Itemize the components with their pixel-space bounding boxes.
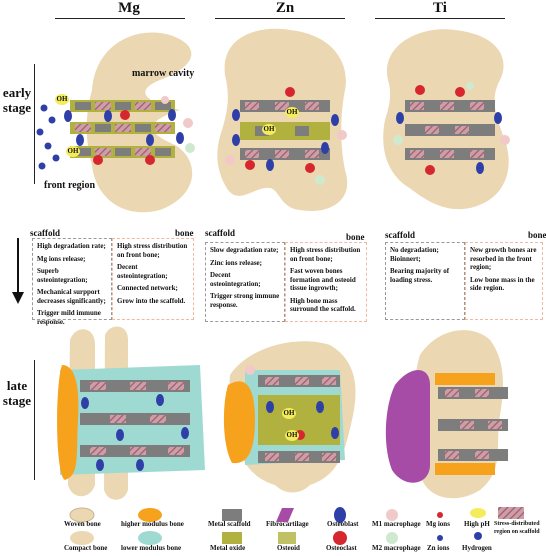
legend-m2-swatch bbox=[386, 532, 398, 544]
zn-bone-item: High bone mass surround the scaffold. bbox=[290, 296, 356, 314]
mg-scaffold-item: Superb osteointegration; bbox=[37, 267, 88, 284]
mg-scaffold-item: Trigger mild immune response. bbox=[37, 309, 101, 326]
ti-scaffold-item: Bearing majority of loading stress. bbox=[390, 267, 450, 284]
mg-bone-item: Connected network; bbox=[117, 284, 178, 292]
legend-osteoblast-swatch bbox=[334, 507, 346, 523]
ti-early-cells bbox=[393, 82, 510, 175]
column-title-zn: Zn bbox=[275, 0, 295, 16]
legend-fibrocartilage-swatch bbox=[276, 508, 294, 522]
legend-zn-ions-swatch bbox=[437, 535, 443, 541]
late-stage-diagrams bbox=[57, 326, 508, 500]
legend-m2: M2 macrophage bbox=[372, 544, 421, 552]
title-rule-ti bbox=[375, 18, 505, 19]
ti-scaffold-item: No degradation; Bioinnert; bbox=[390, 246, 439, 263]
mg-scaffold-item: Mg ions release; bbox=[37, 254, 86, 263]
high-ph-badge-zn-2: OH bbox=[262, 124, 276, 135]
zn-bone-box: High stress distribution on front bone; … bbox=[285, 242, 367, 322]
zn-bone-header: bone bbox=[346, 232, 365, 242]
ti-bone-header: bone bbox=[528, 230, 546, 240]
legend-mg-ions: Mg ions bbox=[426, 520, 450, 528]
late-stage-label: late stage bbox=[2, 378, 32, 408]
legend-osteoblast: Osteoblast bbox=[327, 520, 359, 528]
legend-fibrocartilage: Fibrocartilage bbox=[266, 520, 309, 528]
zn-scaffold-item: Slow degradation rate; bbox=[210, 246, 279, 254]
title-rule-zn bbox=[215, 18, 345, 19]
legend-osteoclast-swatch bbox=[333, 531, 347, 545]
time-arrow bbox=[12, 238, 24, 304]
legend-higher-modulus: higher modulus bone bbox=[121, 520, 184, 528]
legend-metal-scaffold-swatch bbox=[222, 509, 242, 521]
legend-lower-modulus: lower modulus bone bbox=[121, 544, 182, 552]
high-ph-badge-mg-2: OH bbox=[66, 146, 80, 157]
mg-scaffold-box: High degradation rate; Mg ions release; … bbox=[32, 238, 112, 326]
ti-early-scaffold bbox=[405, 100, 495, 160]
legend-lower-modulus-swatch bbox=[138, 531, 162, 545]
mg-bone-item: Decent osteointegration; bbox=[117, 263, 168, 280]
legend-compact-bone-swatch bbox=[70, 531, 94, 545]
late-stage-line bbox=[34, 360, 35, 480]
ti-scaffold-box: No degradation; Bioinnert; Bearing major… bbox=[385, 242, 465, 320]
legend-metal-scaffold: Metal scaffold bbox=[208, 520, 251, 528]
mg-bone-item: Grow into the scaffold. bbox=[117, 296, 186, 305]
legend-osteoid-swatch bbox=[278, 532, 296, 544]
high-ph-badge-zn-late-2: OH bbox=[285, 430, 299, 441]
legend-high-ph: High pH bbox=[464, 520, 490, 528]
mg-scaffold-header: scaffold bbox=[30, 228, 60, 238]
legend-hydrogen: Hydrogen bbox=[462, 544, 492, 552]
zn-bone-item: High stress distribution on front bone; bbox=[290, 246, 361, 263]
zn-early-cells bbox=[225, 87, 347, 185]
mg-early-scaffold bbox=[70, 100, 175, 158]
early-stage-line bbox=[34, 64, 35, 184]
legend-osteoclast: Osteoclast bbox=[326, 544, 357, 552]
legend-stress: Stress-distributed region on scaffold bbox=[494, 521, 540, 535]
zn-scaffold-item: Trigger strong immune response. bbox=[210, 292, 280, 309]
legend-m1: M1 macrophage bbox=[372, 520, 421, 528]
zn-scaffold-item: Decent osteointegration; bbox=[210, 271, 261, 288]
high-ph-badge-zn-1: OH bbox=[285, 107, 299, 118]
legend-woven-bone-swatch bbox=[69, 507, 95, 523]
high-ph-badge-mg-1: OH bbox=[55, 94, 69, 105]
column-title-ti: Ti bbox=[433, 0, 447, 16]
legend-osteoid: Osteoid bbox=[277, 544, 300, 552]
mg-late-section bbox=[57, 326, 205, 500]
high-ph-badge-zn-late-1: OH bbox=[282, 408, 296, 419]
legend-woven-bone: Woven bone bbox=[64, 520, 101, 528]
mg-bone-item: High stress distribution on front bone; bbox=[117, 242, 188, 259]
zn-scaffold-item: Zinc ions release; bbox=[210, 258, 262, 267]
mg-early-cells bbox=[36, 96, 195, 170]
mg-scaffold-item: High degradation rate; bbox=[37, 242, 106, 250]
front-region-label: front region bbox=[44, 180, 96, 191]
zn-scaffold-box: Slow degradation rate; Zinc ions release… bbox=[205, 242, 285, 322]
ti-bone-item: Low bone mass in the side region. bbox=[470, 275, 535, 293]
legend-metal-oxide: Metal oxide bbox=[210, 544, 246, 552]
mg-bone-header: bone bbox=[175, 228, 194, 238]
legend-high-ph-swatch bbox=[470, 508, 486, 518]
legend-m1-swatch bbox=[386, 509, 398, 521]
early-stage-label: early stage bbox=[2, 85, 32, 115]
legend-higher-modulus-swatch bbox=[138, 508, 162, 522]
title-rule-mg bbox=[55, 18, 185, 19]
ti-bone-box: New growth bones are resorbed in the fro… bbox=[465, 242, 543, 320]
legend-hydrogen-swatch bbox=[474, 532, 482, 540]
ti-bone-item: New growth bones are resorbed in the fro… bbox=[470, 246, 537, 271]
mg-bone-box: High stress distribution on front bone; … bbox=[112, 238, 194, 320]
column-title-mg: Mg bbox=[118, 0, 140, 16]
ti-late-section bbox=[385, 330, 508, 499]
mg-scaffold-item: Mechanical surpport decreases significan… bbox=[37, 288, 106, 305]
zn-bone-item: Fast woven bones formation and osteoid t… bbox=[290, 267, 356, 292]
marrow-cavity-label: marrow cavity bbox=[132, 68, 195, 79]
ti-scaffold-header: scaffold bbox=[385, 230, 415, 240]
early-stage-diagrams bbox=[36, 28, 510, 213]
legend-zn-ions: Zn ions bbox=[427, 544, 450, 552]
legend-stress-swatch bbox=[498, 507, 524, 519]
zn-scaffold-header: scaffold bbox=[205, 228, 235, 238]
legend-compact-bone: Compact bone bbox=[64, 544, 108, 552]
legend-metal-oxide-swatch bbox=[222, 532, 242, 544]
legend-mg-ions-swatch bbox=[437, 512, 443, 518]
legend-swatches bbox=[69, 507, 524, 545]
